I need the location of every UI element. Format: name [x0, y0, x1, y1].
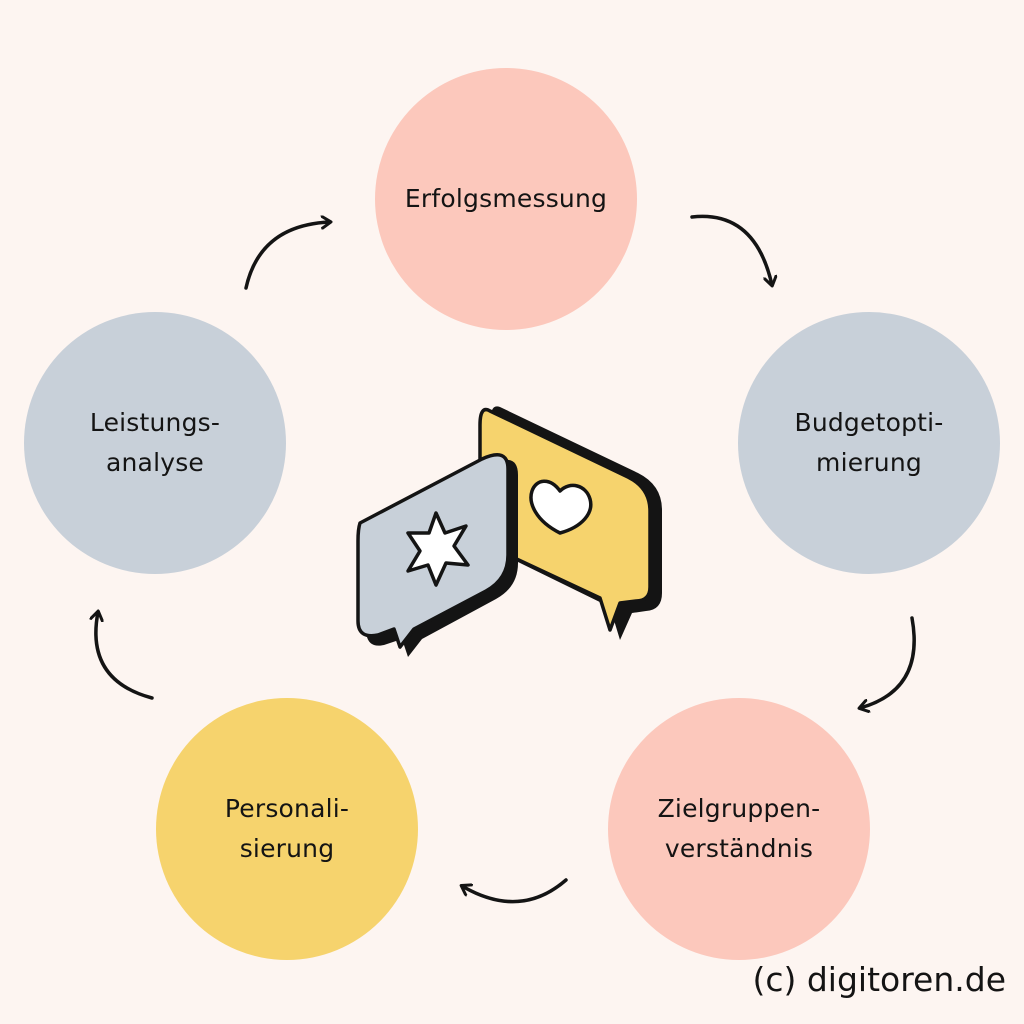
star-icon: [406, 511, 470, 587]
node-leistungsanalyse: Leistungs- analyse: [24, 312, 286, 574]
arrow-bottom-left-to-left: [96, 612, 154, 700]
node-zielgruppenverstaendnis-label-line2: verständnis: [664, 834, 814, 863]
arrow-left-to-top: [244, 222, 330, 290]
node-budgetoptimierung-label-line2: mierung: [816, 448, 922, 477]
node-personalisierung-label-line2: sierung: [239, 834, 335, 863]
node-leistungsanalyse-label-line2: analyse: [105, 448, 205, 477]
chat-bubbles-illustration: [356, 406, 662, 657]
node-erfolgsmessung: Erfolgsmessung: [375, 68, 637, 330]
arrow-right-to-bottom-right: [860, 616, 916, 708]
node-zielgruppenverstaendnis-label-line1: Zielgruppen-: [657, 794, 821, 823]
node-personalisierung-label-line1: Personali-: [224, 794, 350, 823]
node-leistungsanalyse-label-line1: Leistungs-: [89, 408, 221, 437]
star-chat-bubble-icon: [356, 453, 518, 657]
arrow-top-to-right: [690, 214, 772, 285]
node-budgetoptimierung: Budgetopti- mierung: [738, 312, 1000, 574]
heart-icon: [529, 479, 593, 535]
node-budgetoptimierung-label-line1: Budgetopti-: [794, 408, 944, 437]
arrow-bottom-right-to-bottom-left: [462, 878, 568, 904]
node-erfolgsmessung-label: Erfolgsmessung: [404, 184, 608, 213]
heart-chat-bubble-icon: [478, 406, 662, 640]
copyright-credit: (c) digitoren.de: [752, 960, 1006, 999]
node-zielgruppenverstaendnis: Zielgruppen- verständnis: [608, 698, 870, 960]
node-personalisierung: Personali- sierung: [156, 698, 418, 960]
